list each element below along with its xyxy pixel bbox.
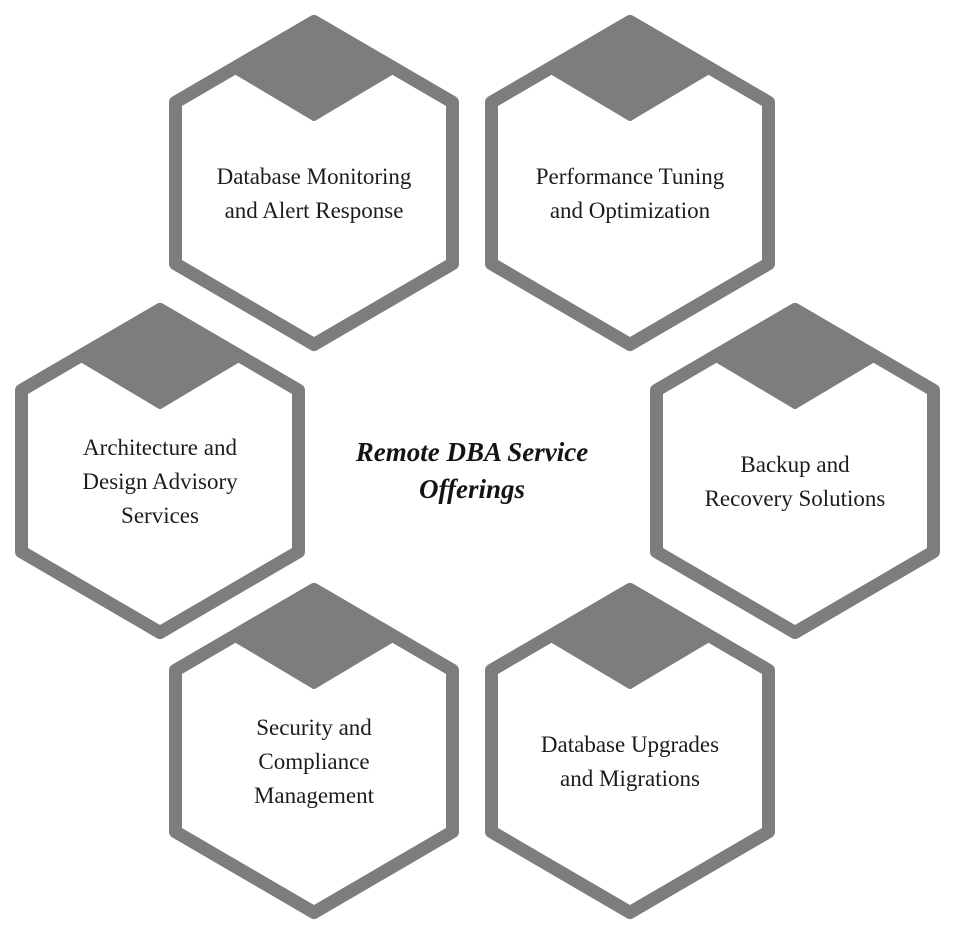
hexagon-outline [650, 303, 940, 639]
title-line: Offerings [418, 474, 525, 504]
diagram-title: Remote DBA Service Offerings [302, 434, 642, 508]
label-line: and Alert Response [224, 198, 404, 223]
label-line: Services [121, 503, 199, 528]
hexagon-outline [15, 303, 305, 639]
hexagon-outline [169, 583, 459, 919]
hexagon-performance-tuning: Performance Tuning and Optimization [480, 10, 780, 356]
label-line: Database Upgrades [540, 732, 720, 757]
hexagon-shape [15, 303, 305, 639]
label-line: and Optimization [549, 198, 711, 223]
hexagon-label: Backup and Recovery Solutions [667, 298, 923, 644]
hexagon-database-upgrades: Database Upgrades and Migrations [480, 578, 780, 924]
hexagon-label: Performance Tuning and Optimization [502, 10, 758, 356]
hexagon-security-compliance: Security and Compliance Management [164, 578, 464, 924]
diamond-icon [73, 303, 247, 409]
hexagon-outline [485, 15, 775, 351]
hexagon-shape [169, 583, 459, 919]
diamond-icon [543, 583, 717, 689]
hexagon-shape [485, 583, 775, 919]
hexagon-backup-recovery: Backup and Recovery Solutions [645, 298, 945, 644]
hexagon-shape [650, 303, 940, 639]
label-line: Management [253, 783, 375, 808]
label-line: and Migrations [560, 766, 700, 791]
diamond-icon [227, 583, 401, 689]
hexagon-label: Database Monitoring and Alert Response [186, 10, 442, 356]
hexagon-label: Security and Compliance Management [186, 578, 442, 924]
hexagon-outline [485, 583, 775, 919]
diamond-icon [543, 15, 717, 121]
title-line: Remote DBA Service [355, 437, 589, 467]
label-line: Backup and [740, 452, 850, 477]
label-line: Security and [256, 715, 372, 740]
hexagon-shape [169, 15, 459, 351]
hexagon-label: Architecture and Design Advisory Service… [32, 298, 288, 644]
hexagon-label: Database Upgrades and Migrations [502, 578, 758, 924]
label-line: Architecture and [83, 435, 237, 460]
label-line: Database Monitoring [216, 164, 412, 189]
hexagon-outline [169, 15, 459, 351]
diamond-icon [708, 303, 882, 409]
label-line: Performance Tuning [535, 164, 725, 189]
hexagon-architecture-design: Architecture and Design Advisory Service… [10, 298, 310, 644]
label-line: Design Advisory [82, 469, 238, 494]
label-line: Recovery Solutions [704, 486, 886, 511]
hexagon-database-monitoring: Database Monitoring and Alert Response [164, 10, 464, 356]
label-line: Compliance [258, 749, 370, 774]
hexagon-shape [485, 15, 775, 351]
diamond-icon [227, 15, 401, 121]
